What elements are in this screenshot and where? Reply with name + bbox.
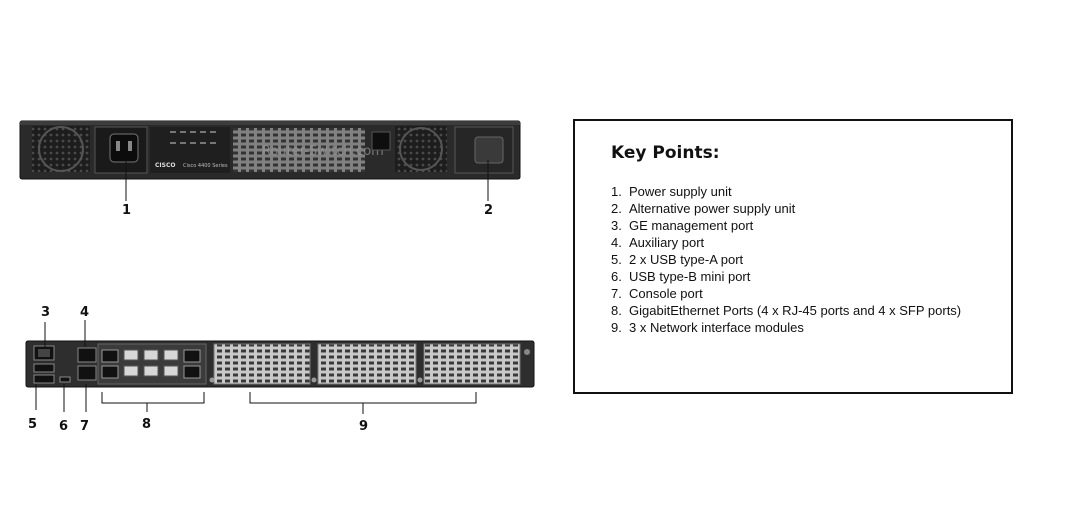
key-point-item: 9. 3 x Network interface modules bbox=[611, 319, 1011, 336]
key-point-text: GigabitEthernet Ports (4 x RJ-45 ports a… bbox=[629, 303, 962, 318]
power-supply-unit-1 bbox=[94, 126, 148, 174]
key-point-text: Auxiliary port bbox=[629, 235, 705, 250]
gigabitethernet-ports bbox=[97, 343, 207, 385]
usb-type-b-mini-port bbox=[59, 376, 71, 383]
callout-4: 4 bbox=[80, 305, 89, 320]
front-panel: CISCO Cisco 4400 Series Router-Switch.co… bbox=[19, 120, 521, 180]
key-point-item: 7. Console port bbox=[611, 285, 1011, 302]
key-point-item: 2. Alternative power supply unit bbox=[611, 200, 1011, 217]
watermark-text: Router-Switch.com bbox=[262, 144, 384, 159]
key-point-number: 4. bbox=[611, 235, 622, 250]
rear-panel bbox=[25, 340, 535, 388]
key-points-title: Key Points: bbox=[611, 143, 720, 163]
key-point-item: 6. USB type-B mini port bbox=[611, 268, 1011, 285]
auxiliary-port bbox=[77, 347, 97, 363]
key-point-item: 1. Power supply unit bbox=[611, 183, 1011, 200]
key-point-text: USB type-B mini port bbox=[629, 269, 751, 284]
key-point-text: Power supply unit bbox=[629, 184, 732, 199]
led-indicators bbox=[170, 131, 216, 144]
front-logo-area: CISCO Cisco 4400 Series bbox=[150, 127, 230, 173]
console-port bbox=[77, 365, 97, 381]
left-fan-vent bbox=[32, 126, 90, 172]
key-point-number: 7. bbox=[611, 286, 622, 301]
right-fan-vent bbox=[395, 126, 447, 172]
key-point-item: 4. Auxiliary port bbox=[611, 234, 1011, 251]
callout-7: 7 bbox=[80, 419, 89, 434]
key-point-number: 8. bbox=[611, 303, 622, 318]
key-point-item: 8. GigabitEthernet Ports (4 x RJ-45 ports… bbox=[611, 302, 1011, 319]
key-points-list: 1. Power supply unit 2. Alternative power … bbox=[611, 183, 1011, 336]
front-callout-lines bbox=[125, 160, 489, 201]
rear-callout-lines bbox=[35, 320, 477, 414]
key-point-number: 1. bbox=[611, 184, 622, 199]
key-point-text: Alternative power supply unit bbox=[629, 201, 796, 216]
callout-3: 3 bbox=[41, 305, 50, 320]
key-point-number: 3. bbox=[611, 218, 622, 233]
key-point-item: 5. 2 x USB type-A port bbox=[611, 251, 1011, 268]
callout-2: 2 bbox=[484, 203, 493, 218]
key-point-number: 9. bbox=[611, 320, 622, 335]
key-point-text: Console port bbox=[629, 286, 703, 301]
callout-8: 8 bbox=[142, 417, 151, 432]
callout-5: 5 bbox=[28, 417, 37, 432]
key-point-number: 5. bbox=[611, 252, 622, 267]
callout-1: 1 bbox=[122, 203, 131, 218]
network-interface-modules bbox=[213, 343, 521, 385]
power-supply-unit-2 bbox=[454, 126, 514, 174]
ge-management-port bbox=[33, 345, 55, 361]
usb-type-a-ports bbox=[33, 363, 55, 384]
front-center-vents: Router-Switch.com bbox=[233, 128, 384, 172]
key-point-text: 3 x Network interface modules bbox=[629, 320, 804, 335]
key-point-text: GE management port bbox=[629, 218, 754, 233]
key-point-number: 6. bbox=[611, 269, 622, 284]
key-point-text: 2 x USB type-A port bbox=[629, 252, 744, 267]
callout-9: 9 bbox=[359, 419, 368, 434]
key-point-item: 3. GE management port bbox=[611, 217, 1011, 234]
series-text: Cisco 4400 Series bbox=[183, 163, 228, 169]
callout-6: 6 bbox=[59, 419, 68, 434]
key-points-box: Key Points: 1. Power supply unit 2. Altern… bbox=[573, 119, 1013, 394]
key-point-number: 2. bbox=[611, 201, 622, 216]
cisco-logo-text: CISCO bbox=[155, 162, 175, 169]
